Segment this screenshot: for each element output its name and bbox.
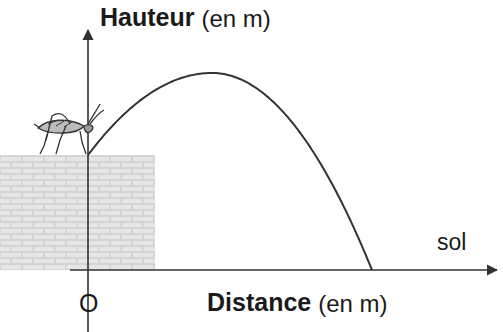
grasshopper: [34, 104, 104, 154]
trajectory-curve: [88, 73, 372, 270]
axis-title: Hauteur: [100, 4, 194, 32]
y-axis: [87, 30, 89, 332]
axis-title: Distance: [207, 289, 311, 317]
wall: [0, 155, 155, 270]
x-axis: [70, 269, 497, 271]
axis-unit: (en m): [318, 291, 387, 317]
axis-unit: (en m): [201, 6, 270, 32]
axis-label: sol: [437, 230, 466, 255]
origin-label: O: [79, 290, 98, 318]
